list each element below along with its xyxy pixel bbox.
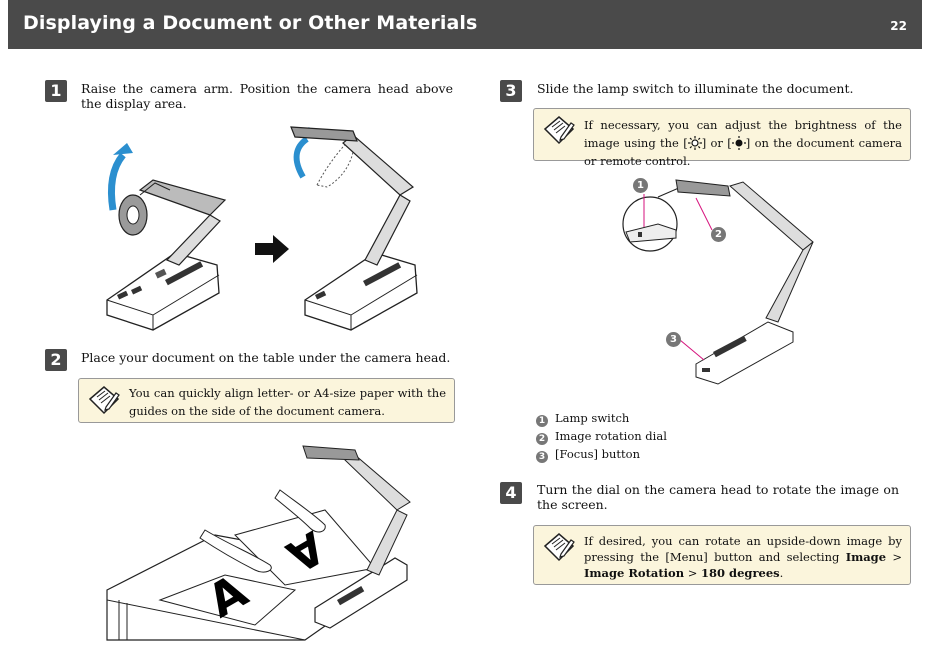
step-4-number: 4 [500, 482, 522, 504]
step-2-illustration: A A [106, 445, 411, 641]
legend-number: 3 [536, 451, 548, 463]
step-4-text: Turn the dial on the camera head to rota… [537, 482, 899, 512]
step-1-text: Raise the camera arm. Position the camer… [81, 81, 453, 111]
step-4-note-text: If desired, you can rotate an upside-dow… [584, 534, 902, 580]
step-1-number: 1 [45, 80, 67, 102]
page-number: 22 [890, 19, 907, 33]
dark-sun-icon [731, 136, 746, 150]
legend-item: 2 Image rotation dial [536, 429, 667, 445]
step-2-note-text: You can quickly align letter- or A4-size… [129, 386, 446, 418]
legend-item: 3 [Focus] button [536, 447, 640, 463]
note-pencil-icon [543, 533, 575, 562]
step-3-number: 3 [500, 80, 522, 102]
note-pencil-icon [543, 116, 575, 145]
step-2-number: 2 [45, 349, 67, 371]
callout-3: 3 [666, 332, 681, 347]
step-2-text: Place your document on the table under t… [81, 350, 451, 365]
step-1-illustration [106, 126, 418, 331]
page-title: Displaying a Document or Other Materials [23, 12, 478, 34]
step-3-illustration [622, 179, 814, 385]
right-arrow-icon [255, 235, 289, 263]
sun-icon [687, 136, 702, 150]
legend-label: Image rotation dial [555, 429, 667, 443]
callout-2: 2 [711, 227, 726, 242]
legend-item: 1 Lamp switch [536, 411, 629, 427]
step-3-note: If necessary, you can adjust the brightn… [533, 108, 911, 168]
callout-1: 1 [633, 178, 648, 193]
step-3-note-text: If necessary, you can adjust the brightn… [584, 118, 902, 168]
legend-label: Lamp switch [555, 411, 630, 425]
legend-label: [Focus] button [555, 447, 640, 461]
step-2-note: You can quickly align letter- or A4-size… [78, 378, 455, 423]
step-4-note: If desired, you can rotate an upside-dow… [533, 525, 911, 585]
page-header: Displaying a Document or Other Materials… [8, 0, 922, 49]
note-pencil-icon [88, 386, 120, 415]
legend-number: 1 [536, 415, 548, 427]
step-3-text: Slide the lamp switch to illuminate the … [537, 81, 854, 96]
legend-number: 2 [536, 433, 548, 445]
